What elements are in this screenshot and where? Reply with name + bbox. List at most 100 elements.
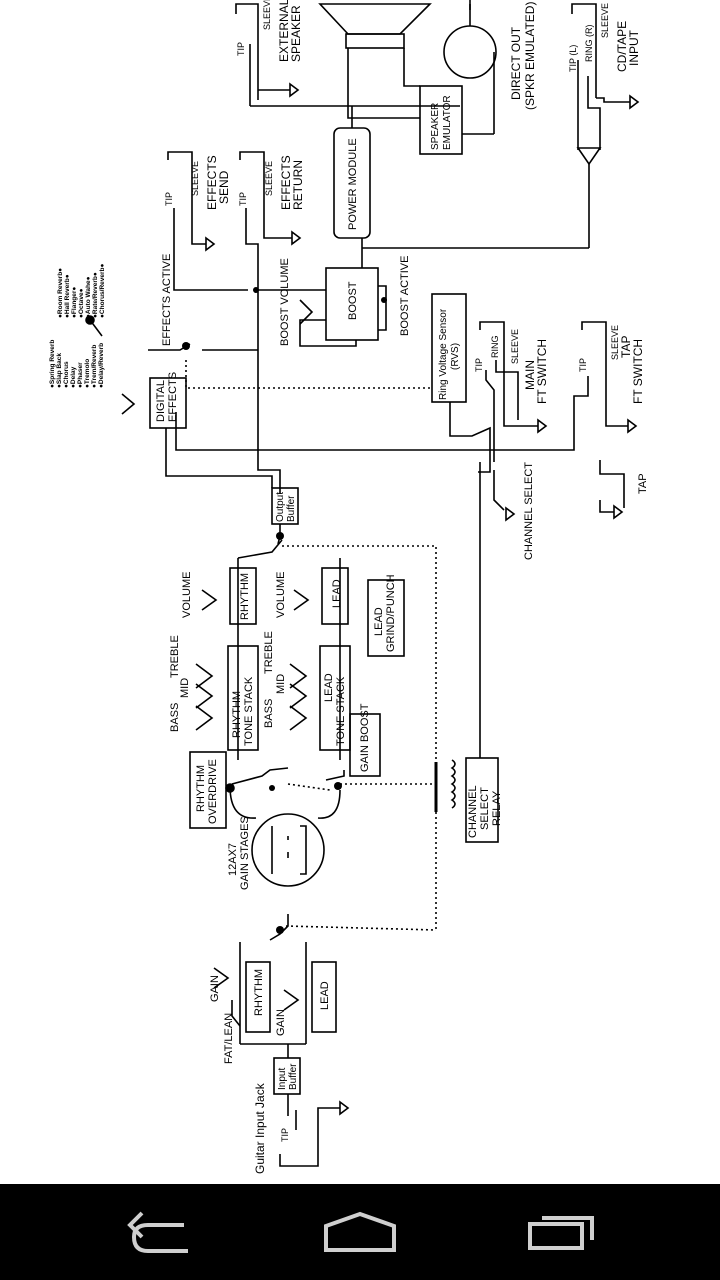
effects-send-sleeve-label: SLEEVE [190, 161, 200, 196]
cd-tape-buffer-icon [576, 147, 602, 166]
gain-boost-label: GAIN BOOST [359, 703, 371, 772]
effects-send-group [167, 151, 248, 291]
main-ft-label-2: FT SWITCH [535, 339, 549, 404]
effect-option-label: ●Flanger● [71, 287, 78, 318]
effects-knob-icon [121, 393, 136, 415]
effects-list: ●Spring Reverb●Slap Back●Chorus●Delay●Ph… [49, 263, 106, 388]
external-speaker-group [235, 3, 460, 119]
recent-apps-icon [528, 1216, 594, 1250]
input-buffer-label-2: Buffer [288, 1063, 299, 1090]
speaker-emulator-box [419, 85, 463, 155]
cd-tape-sleeve-label: SLEEVE [600, 3, 610, 38]
effects-send-label-2: SEND [217, 170, 231, 204]
effect-option-label: ●Auto Wahe● [85, 276, 92, 318]
output-buffer-label-1: Output [275, 492, 286, 522]
effects-return-group [239, 151, 302, 494]
android-navigation-bar [0, 1184, 720, 1280]
effects-return-label-1: EFFECTS [279, 155, 293, 210]
effects-send-tip-label: TIP [164, 192, 174, 206]
speaker-emulator-label-2: EMULATOR [442, 95, 453, 150]
home-button[interactable] [300, 1184, 420, 1280]
speaker-cone-icon [318, 3, 432, 35]
digital-effects-label-1: DIGITAL [155, 380, 167, 422]
lead-gain-box-label: LEAD [319, 981, 331, 1010]
tap-ft-sleeve-label: SLEEVE [610, 325, 620, 360]
mid-label-2: MID [275, 674, 287, 694]
boost-active-label: BOOST ACTIVE [399, 256, 411, 337]
cd-tape-input-group [362, 3, 640, 249]
speaker-emulator-label-1: SPEAKER [430, 103, 441, 150]
main-ft-label-1: MAIN [523, 360, 537, 390]
output-buffer-box [271, 487, 299, 525]
fat-lean-label: FAT/LEAN [223, 1013, 235, 1064]
channel-select-relay-box [465, 757, 499, 843]
back-button[interactable] [100, 1184, 220, 1280]
effects-return-sleeve-label: SLEEVE [264, 161, 274, 196]
rhythm-overdrive-label-2: OVERDRIVE [207, 759, 219, 824]
bass-label-2: BASS [263, 699, 275, 728]
recent-apps-button[interactable] [502, 1184, 622, 1280]
direct-out-label-2: (SPKR EMULATED) [523, 2, 537, 110]
volume-rhythm-label: VOLUME [181, 572, 193, 618]
cd-tape-ring-label: RING (R) [584, 25, 594, 63]
effect-option-label: ●Trem/Reverb [91, 345, 98, 388]
main-ft-tip-label: TIP [474, 358, 484, 372]
schematic-canvas: SLEEVE TIP EXTERNAL SPEAKER DIRECT OUT (… [49, 0, 649, 1174]
tube-label-2: GAIN STAGES [239, 816, 251, 890]
home-icon [324, 1211, 396, 1252]
rhythm-overdrive-label-1: RHYTHM [195, 765, 207, 812]
tube-label-1: 12AX7 [227, 843, 239, 876]
rhythm-gain-box-label: RHYTHM [253, 969, 265, 1016]
lead-tone-label-2: TONE STACK [335, 676, 347, 746]
gain-label-2: GAIN [275, 1009, 287, 1036]
effect-option-label: ●Chorus [63, 361, 70, 388]
cd-tape-label-1: CD/TAPE [615, 21, 629, 72]
digital-effects-label-2: EFFECTS [167, 372, 179, 422]
lead-grind-label-2: GRIND/PUNCH [385, 574, 397, 652]
lead-volume-box [321, 567, 349, 625]
input-buffer-box [273, 1057, 301, 1095]
cd-tape-label-2: INPUT [627, 29, 641, 66]
rhythm-tone-label-1: RHYTHM [231, 691, 243, 738]
effects-return-label-2: RETURN [291, 160, 305, 210]
boost-label: BOOST [347, 281, 359, 320]
effect-option-label: ●Chorus/Reverb● [99, 263, 106, 318]
effect-option-label: ●Spring Reverb [49, 340, 56, 388]
cd-tape-tip-label: TIP (L) [568, 45, 578, 72]
input-tip-label: TIP [280, 1128, 290, 1142]
lead-grind-label-1: LEAD [373, 607, 385, 636]
lead-volume-box-label: LEAD [331, 579, 343, 608]
tap-ft-switch-group [175, 321, 638, 520]
channel-select-label: CHANNEL SELECT [523, 462, 535, 560]
lead-tone-stack-box [319, 645, 351, 751]
speaker-magnet [345, 33, 405, 49]
rhythm-gain-pot-icon [213, 967, 230, 989]
effect-option-label: ●Rate/Reverb● [92, 272, 99, 318]
back-arrow-icon [127, 1211, 188, 1253]
effects-active-label: EFFECTS ACTIVE [161, 254, 173, 346]
lead-tone-label-1: LEAD [323, 673, 335, 702]
power-module-label: POWER MODULE [347, 138, 359, 230]
mid-label-1: MID [179, 678, 191, 698]
boost-volume-pot-icon [299, 299, 314, 325]
main-ft-switch-group [479, 321, 548, 462]
input-buffer-label-1: Input [277, 1068, 288, 1090]
direct-out-jack-icon [443, 0, 497, 135]
channel-relay-label-3: RELAY [491, 790, 503, 826]
relay-coil-icon [450, 759, 456, 809]
tap-ft-label-1: TAP [619, 336, 633, 358]
effect-option-label: ●Slap Back [56, 353, 63, 388]
boost-box [325, 267, 379, 341]
main-ft-sleeve-label: SLEEVE [510, 329, 520, 364]
effect-option-label: ●Octave● [78, 288, 85, 318]
tap-ft-tip-label: TIP [578, 358, 588, 372]
speaker-sleeve-label: SLEEVE [262, 0, 272, 30]
effect-option-label: ●Tremolo [84, 359, 91, 388]
tap-label: TAP [637, 473, 649, 494]
rhythm-tone-stack-box [227, 645, 259, 751]
rhythm-volume-box-label: RHYTHM [239, 573, 251, 620]
bass-label-1: BASS [169, 703, 181, 732]
effects-send-label-1: EFFECTS [205, 155, 219, 210]
speaker-tip-label: TIP [236, 42, 246, 56]
gain-label-1: GAIN [209, 975, 221, 1002]
